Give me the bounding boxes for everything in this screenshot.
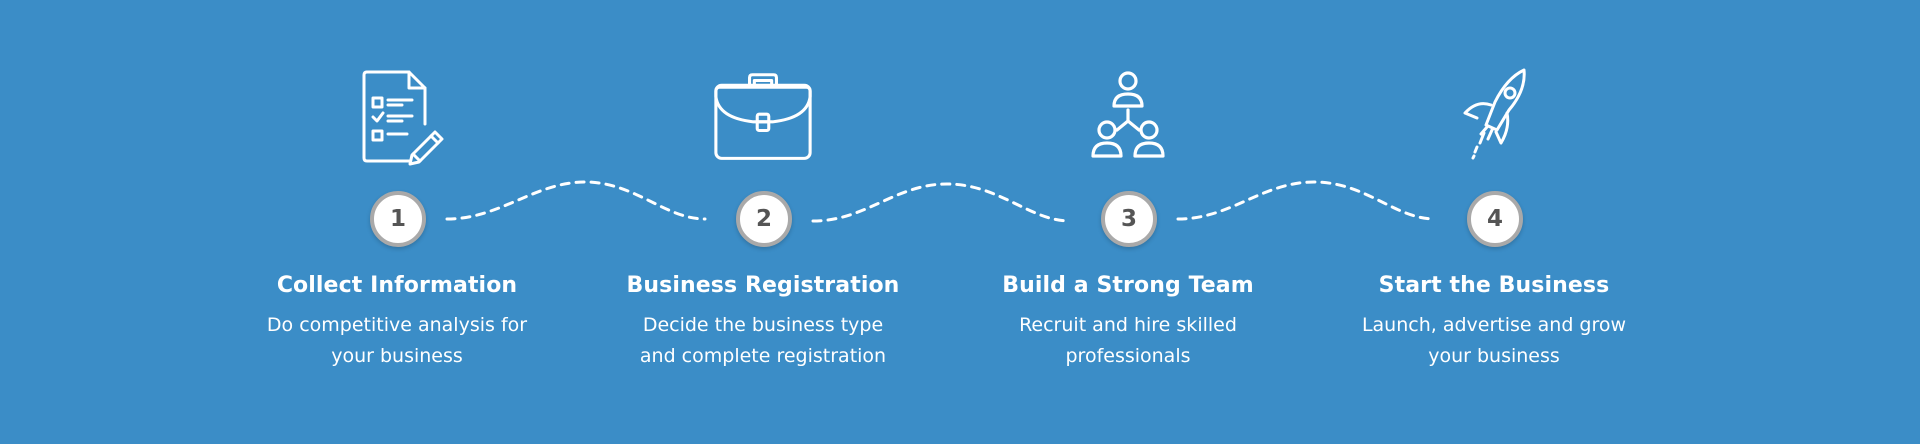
step-description-line: and complete registration (639, 345, 887, 367)
step-number-badge: 1 (370, 191, 426, 247)
step-title: Start the Business (1378, 273, 1610, 298)
step-number-badge: 2 (736, 191, 792, 247)
step-3: 3 Build a Strong Team Recruit and hire s… (978, 0, 1278, 444)
checklist-icon (347, 68, 447, 168)
step-description-line: Do competitive analysis for (266, 314, 528, 336)
step-description-line: Decide the business type (642, 314, 884, 336)
step-title: Collect Information (276, 273, 518, 298)
step-number-badge: 4 (1467, 191, 1523, 247)
briefcase-icon (713, 68, 813, 168)
step-description-line: professionals (1065, 345, 1191, 367)
step-1: 1 Collect Information Do competitive ana… (247, 0, 547, 444)
step-description-line: your business (1428, 345, 1560, 367)
step-4: 4 Start the Business Launch, advertise a… (1344, 0, 1644, 444)
step-description-line: Launch, advertise and grow (1361, 314, 1627, 336)
step-description: Do competitive analysis for your busines… (247, 310, 547, 372)
step-description: Recruit and hire skilled professionals (978, 310, 1278, 372)
step-description-line: Recruit and hire skilled (1019, 314, 1237, 336)
rocket-icon (1444, 68, 1544, 168)
step-2: 2 Business Registration Decide the busin… (613, 0, 913, 444)
step-description: Decide the business type and complete re… (613, 310, 913, 372)
step-title: Business Registration (626, 273, 900, 298)
step-description-line: your business (331, 345, 463, 367)
step-number-badge: 3 (1101, 191, 1157, 247)
step-title: Build a Strong Team (1002, 273, 1254, 298)
team-hierarchy-icon (1078, 68, 1178, 168)
step-description: Launch, advertise and grow your business (1344, 310, 1644, 372)
